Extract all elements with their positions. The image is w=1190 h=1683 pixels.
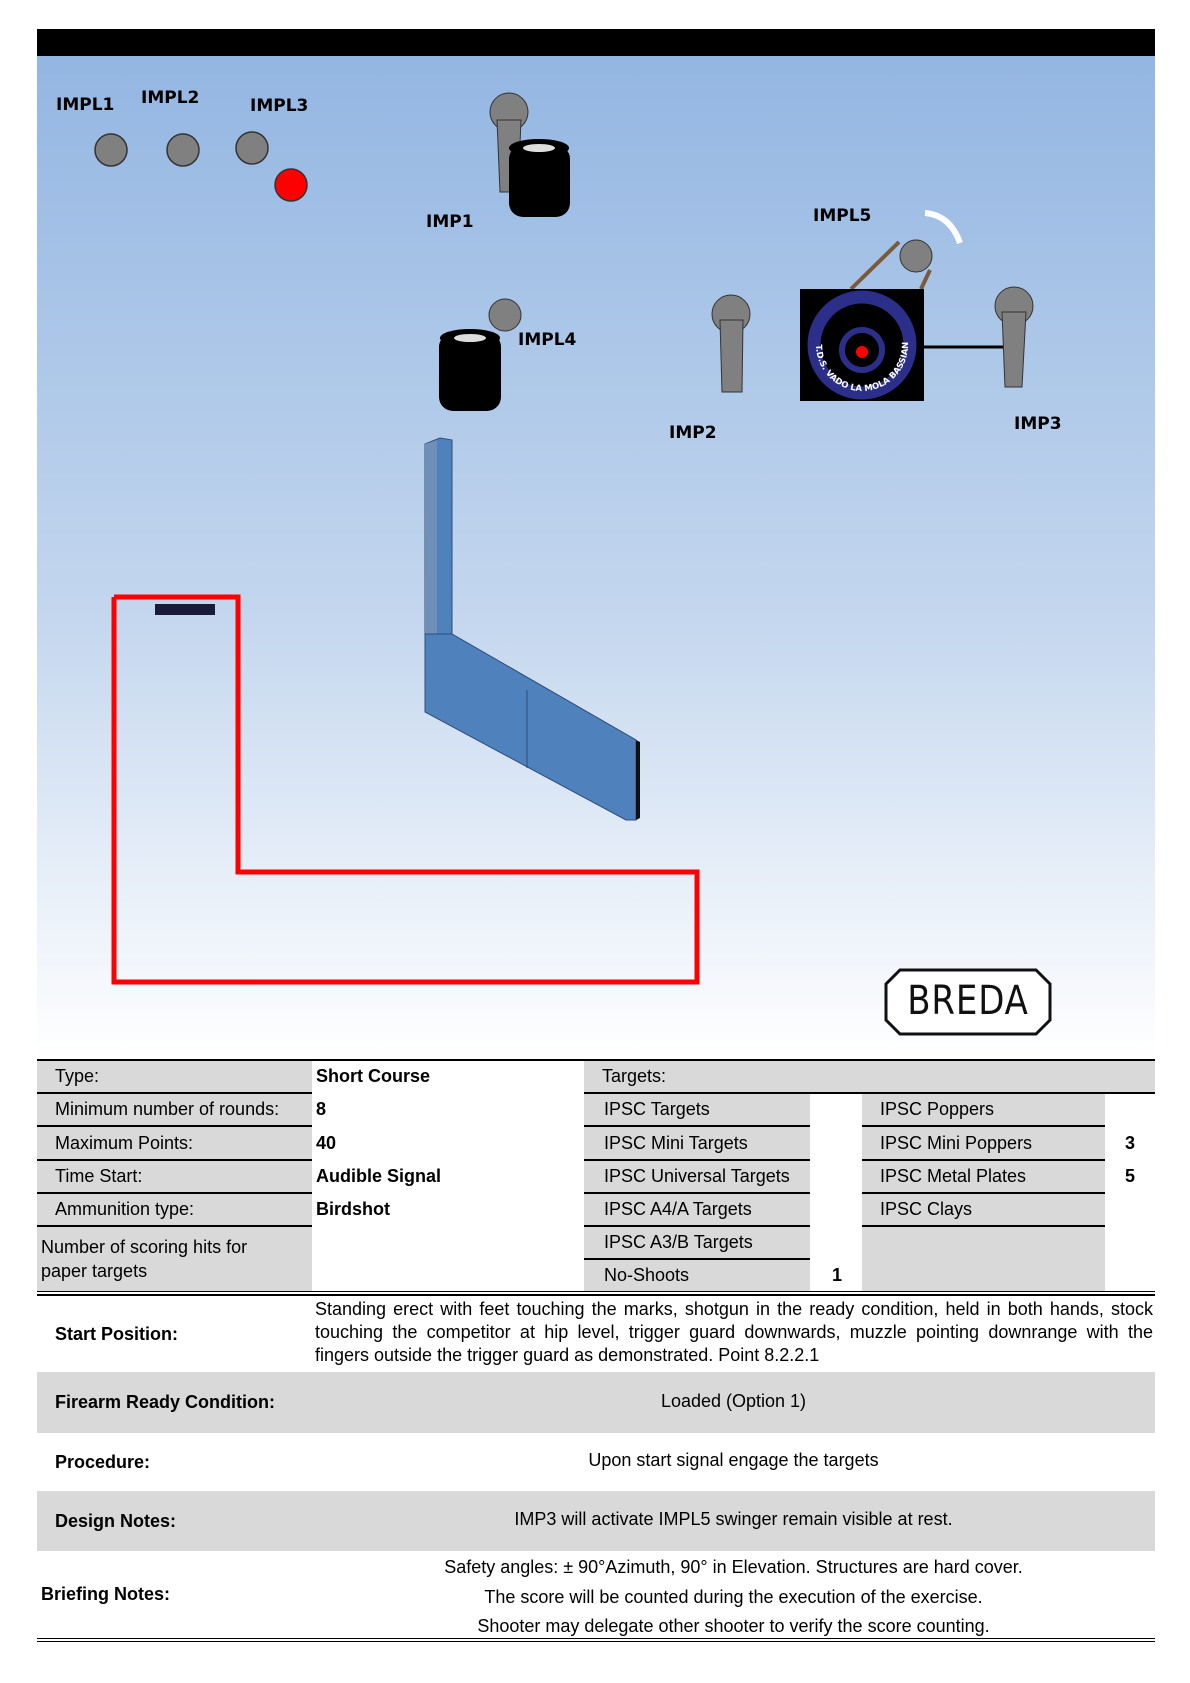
fault-line bbox=[111, 594, 700, 985]
ready-row bbox=[37, 1372, 1155, 1433]
ready-text: Loaded (Option 1) bbox=[660, 1390, 807, 1411]
plate-impl2 bbox=[166, 133, 200, 167]
header-bar bbox=[37, 29, 1155, 56]
plate-impl4 bbox=[488, 298, 522, 332]
ammo-label: Ammunition type: bbox=[37, 1194, 312, 1225]
target-ipsc-metal-plates: IPSC Metal Plates bbox=[862, 1161, 1105, 1192]
label-impl1: IMPL1 bbox=[56, 95, 115, 115]
start-position-text: Standing erect with feet touching the ma… bbox=[315, 1299, 1153, 1365]
targets-header: Targets: bbox=[584, 1061, 1155, 1092]
design-row bbox=[37, 1491, 1155, 1551]
target-ipsc-mini-poppers: IPSC Mini Poppers bbox=[862, 1127, 1105, 1159]
rounds-value: 8 bbox=[316, 1099, 327, 1119]
label-impl5: IMPL5 bbox=[813, 206, 872, 226]
plate-impl1 bbox=[94, 133, 128, 167]
mini-poppers-count: 3 bbox=[1125, 1132, 1136, 1153]
target-ipsc-a3: IPSC A3/B Targets bbox=[584, 1227, 810, 1258]
targets-right-empty bbox=[862, 1227, 1105, 1291]
label-impl3: IMPL3 bbox=[250, 96, 309, 116]
time-start-value: Audible Signal bbox=[316, 1166, 442, 1186]
plate-impl3 bbox=[235, 131, 269, 165]
briefing-line: The score will be counted during the exe… bbox=[484, 1586, 983, 1607]
hits-label: Number of scoring hits for paper targets bbox=[37, 1227, 312, 1291]
label-impl2: IMPL2 bbox=[141, 88, 200, 108]
design-text: IMP3 will activate IMPL5 swinger remain … bbox=[514, 1509, 953, 1529]
label-imp2: IMP2 bbox=[669, 423, 717, 443]
rounds-label: Minimum number of rounds: bbox=[37, 1094, 312, 1125]
breda-logo bbox=[884, 968, 1052, 1036]
clay-red bbox=[274, 168, 308, 202]
time-start-label: Time Start: bbox=[37, 1161, 312, 1192]
briefing-label: Briefing Notes: bbox=[41, 1584, 171, 1604]
breda-logo-text: BREDA bbox=[907, 978, 1029, 1024]
ready-label: Firearm Ready Condition: bbox=[55, 1392, 276, 1412]
target-ipsc-clays: IPSC Clays bbox=[862, 1194, 1105, 1225]
type-label: Type: bbox=[37, 1061, 312, 1092]
ammo-value: Birdshot bbox=[316, 1199, 390, 1219]
procedure-text: Upon start signal engage the targets bbox=[588, 1450, 879, 1470]
start-position-label: Start Position: bbox=[55, 1323, 179, 1344]
target-ipsc-universal: IPSC Universal Targets bbox=[584, 1161, 810, 1192]
wall-structure bbox=[424, 437, 640, 821]
target-ipsc-targets: IPSC Targets bbox=[584, 1094, 810, 1125]
no-shoots-count: 1 bbox=[832, 1265, 843, 1285]
barrel-stack-2 bbox=[439, 329, 501, 411]
metal-plates-count: 5 bbox=[1125, 1166, 1136, 1186]
briefing-line: Shooter may delegate other shooter to ve… bbox=[477, 1616, 990, 1636]
label-impl4: IMPL4 bbox=[518, 330, 577, 350]
stage-diagram bbox=[37, 56, 1155, 1060]
popper-imp3 bbox=[994, 286, 1034, 388]
briefing-notes: Safety angles: ± 90°Azimuth, 90° in Elev… bbox=[312, 1553, 1155, 1642]
label-imp3: IMP3 bbox=[1014, 414, 1062, 434]
target-ipsc-poppers: IPSC Poppers bbox=[862, 1094, 1105, 1125]
target-ipsc-a4: IPSC A4/A Targets bbox=[584, 1194, 810, 1225]
label-imp1: IMP1 bbox=[426, 212, 474, 232]
shooting-mark bbox=[155, 604, 215, 615]
barrel-stack-1 bbox=[509, 139, 570, 217]
popper-imp2 bbox=[711, 294, 751, 393]
target-no-shoots: No-Shoots bbox=[584, 1260, 810, 1291]
stage-drawing: A.T.D.S. VADO LA MOLA BASSIANO bbox=[94, 92, 1052, 1036]
procedure-label: Procedure: bbox=[55, 1451, 151, 1472]
points-value: 40 bbox=[316, 1132, 337, 1153]
points-label: Maximum Points: bbox=[37, 1127, 312, 1159]
swinger-impl5 bbox=[849, 210, 963, 291]
type-value: Short Course bbox=[316, 1066, 431, 1086]
briefing-line: Safety angles: ± 90°Azimuth, 90° in Elev… bbox=[444, 1557, 1023, 1577]
target-ipsc-mini-targets: IPSC Mini Targets bbox=[584, 1127, 810, 1159]
club-logo-box bbox=[800, 289, 924, 401]
design-label: Design Notes: bbox=[55, 1510, 177, 1531]
